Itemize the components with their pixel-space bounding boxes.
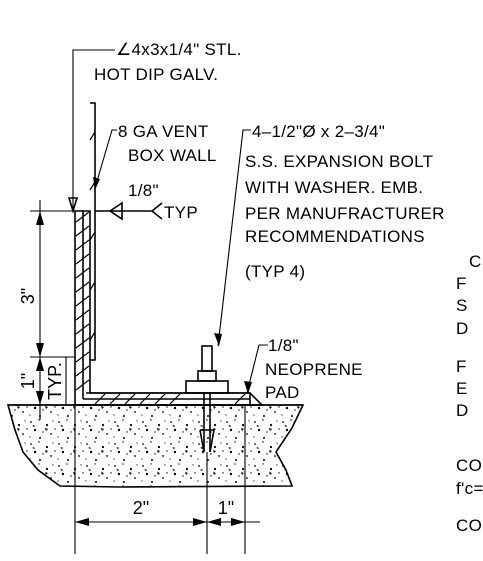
dim-1-inch-vertical: 1" — [18, 373, 38, 389]
cut-text-c: C — [469, 252, 482, 271]
bolt-label-line6: (TYP 4) — [245, 262, 305, 281]
cut-text-d1: D — [456, 319, 469, 338]
bolt-label-line5: RECOMMENDATIONS — [245, 227, 425, 246]
steel-angle — [74, 210, 251, 406]
angle-leader — [72, 49, 115, 211]
vent-leader — [94, 129, 117, 189]
dim-typ: TYP. — [45, 362, 65, 400]
weld-typ: TYP — [164, 203, 198, 222]
cut-text-s: S — [456, 296, 468, 315]
dim-3-inch: 3" — [18, 288, 38, 304]
cut-text-co: CO — [456, 456, 482, 475]
bolt-label-line4: PER MANUFRACTURER — [245, 204, 445, 223]
bolt-label-line2: S.S. EXPANSION BOLT — [245, 152, 433, 171]
weld-size: 1/8" — [128, 181, 159, 200]
cut-text-fc: f'c= — [456, 479, 483, 498]
cut-text-coi: COI — [456, 516, 483, 535]
weld-symbol — [95, 201, 163, 221]
dim-1-inch-horizontal: 1" — [218, 498, 234, 518]
neoprene-pad — [75, 392, 264, 406]
vent-label-line1: 8 GA VENT — [118, 122, 209, 141]
vent-box-wall — [89, 102, 96, 361]
bolt-label-line1: 4–1/2"Ø x 2–3/4" — [252, 122, 385, 141]
cut-text-f1: F — [456, 274, 467, 293]
pad-label-line3: PAD — [265, 383, 300, 402]
dim-2-inch: 2" — [133, 498, 149, 518]
pad-leader — [246, 344, 268, 394]
horizontal-dimension — [74, 405, 260, 554]
expansion-bolt — [185, 345, 229, 453]
cut-text-f2: F — [456, 357, 467, 376]
concrete-slab — [6, 404, 305, 488]
vent-label-line2: BOX WALL — [128, 146, 217, 165]
cut-text-e: E — [456, 379, 468, 398]
cut-text-d2: D — [456, 401, 469, 420]
pad-label-line1: 1/8" — [268, 336, 299, 355]
pad-label-line2: NEOPRENE — [265, 360, 363, 379]
bolt-leader — [217, 129, 251, 347]
angle-label-line2: HOT DIP GALV. — [94, 65, 218, 84]
bolt-label-line3: WITH WASHER. EMB. — [245, 178, 423, 197]
angle-label-line1: ∠4x3x1/4" STL. — [116, 40, 242, 59]
vertical-dimension — [30, 200, 75, 420]
